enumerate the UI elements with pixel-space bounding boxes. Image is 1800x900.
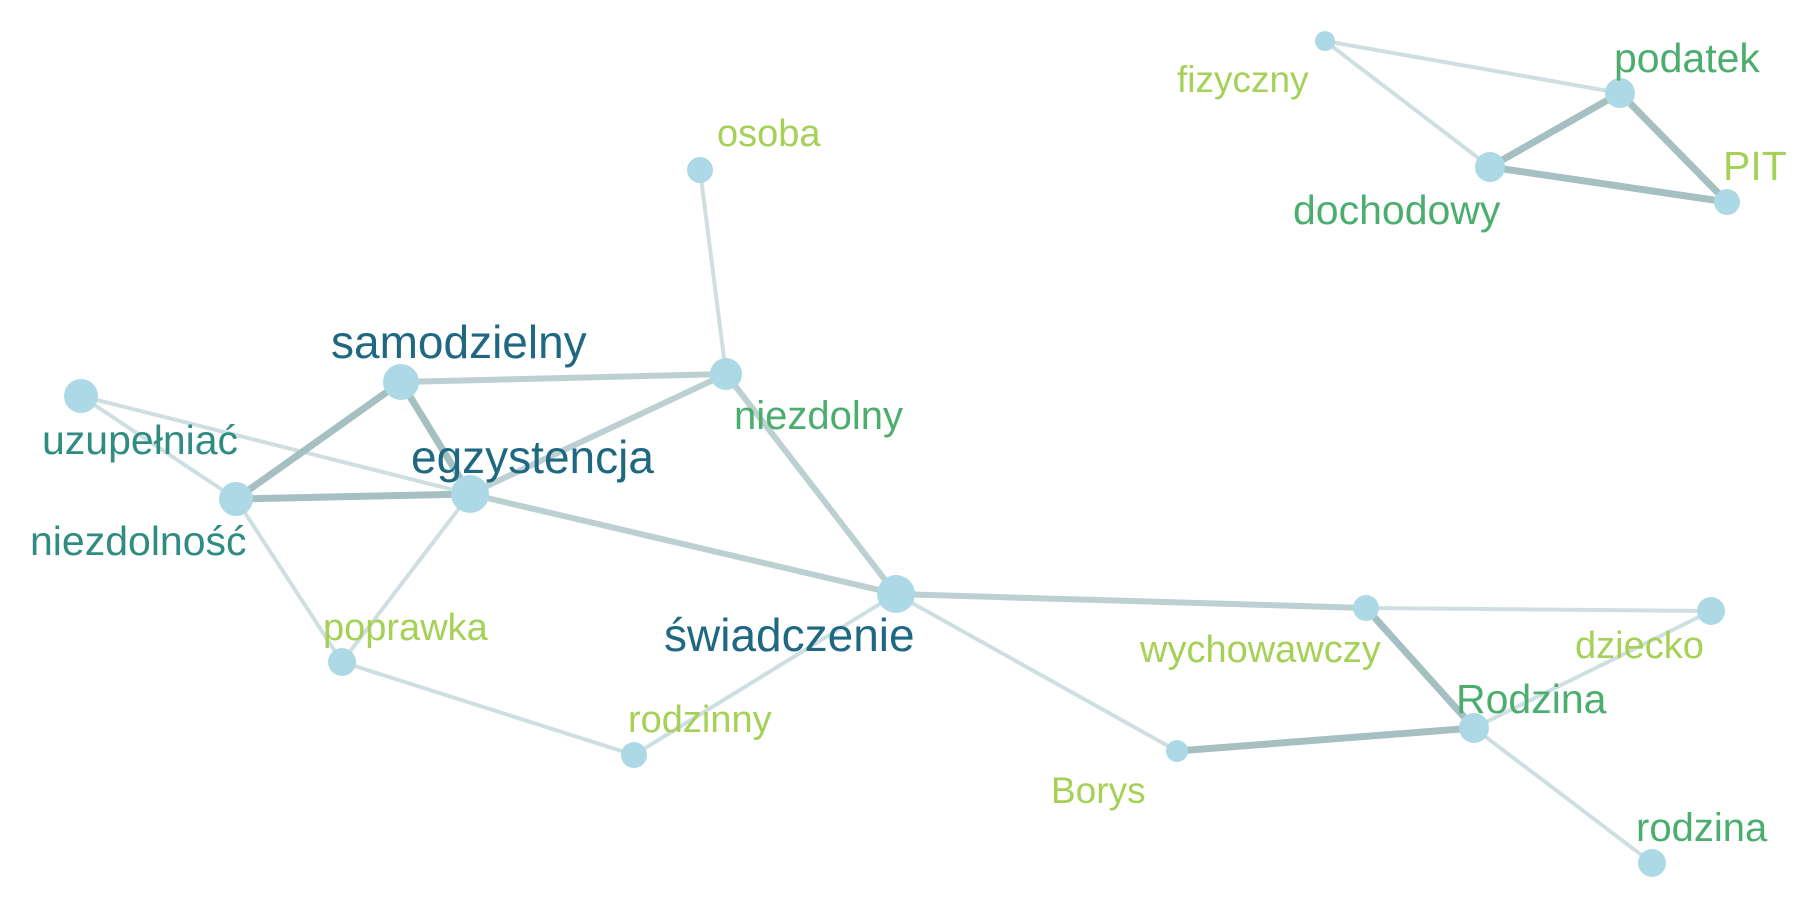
node-label-poprawka: poprawka [323, 607, 489, 649]
nodes-layer [64, 31, 1740, 877]
node-label-podatek: podatek [1614, 35, 1760, 81]
edge-fizyczny-dochodowy [1323, 39, 1492, 169]
node-label-rodzinny: rodzinny [628, 699, 772, 741]
node-podatek [1605, 78, 1635, 108]
node-PIT [1714, 189, 1740, 215]
labels-layer: uzupełniać niezdolność samodzielny egzysten… [30, 35, 1787, 850]
node-label-egzystencja: egzystencja [411, 431, 654, 483]
node-rodzinny [621, 742, 647, 768]
node-Borys [1166, 740, 1188, 762]
node-label-dziecko: dziecko [1575, 625, 1704, 667]
edge-osoba-niezdolny [698, 168, 728, 376]
node-fizyczny [1315, 31, 1335, 51]
node-label-wychowawczy: wychowawczy [1139, 629, 1381, 671]
node-dziecko [1697, 597, 1725, 625]
edge-Borys-Rodzina [1173, 724, 1478, 755]
node-label-rodzina: rodzina [1636, 806, 1768, 850]
edge-wychowawczy-dziecko [1364, 606, 1713, 613]
node-swiadczenie [877, 575, 915, 613]
node-samodzielny [383, 364, 419, 400]
edge-niezdolnosc-poprawka [234, 497, 344, 664]
node-rodzina [1638, 849, 1666, 877]
node-label-Rodzina: Rodzina [1456, 676, 1607, 722]
node-osoba [687, 157, 713, 183]
node-label-niezdolnosc: niezdolność [30, 518, 247, 564]
node-dochodowy [1475, 152, 1505, 182]
node-label-osoba: osoba [717, 113, 821, 155]
node-label-niezdolny: niezdolny [734, 394, 903, 438]
node-niezdolnosc [219, 482, 253, 516]
edge-Rodzina-rodzina [1472, 726, 1654, 865]
edge-samodzielny-niezdolny [398, 371, 729, 385]
edge-niezdolnosc-samodzielny [232, 378, 405, 503]
edge-dziecko-Rodzina [1472, 609, 1713, 730]
edge-niezdolny-swiadczenie [723, 371, 899, 597]
edge-egzystencja-swiadczenie [467, 491, 899, 597]
node-label-uzupelniac: uzupełniać [42, 417, 238, 463]
edge-swiadczenie-wychowawczy [893, 591, 1369, 611]
edge-uzupelniac-egzystencja [79, 394, 472, 496]
node-label-dochodowy: dochodowy [1293, 187, 1501, 233]
node-label-swiadczenie: świadczenie [664, 609, 915, 661]
edge-wychowawczy-Rodzina [1362, 604, 1478, 732]
edge-fizyczny-podatek [1323, 39, 1622, 95]
edge-podatek-PIT [1616, 89, 1731, 206]
edge-samodzielny-egzystencja [397, 378, 474, 498]
node-uzupelniac [64, 379, 98, 413]
edge-podatek-dochodowy [1486, 89, 1624, 171]
node-label-PIT: PIT [1723, 143, 1787, 189]
edge-uzupelniac-niezdolnosc [79, 394, 238, 501]
edge-swiadczenie-Borys [894, 592, 1179, 753]
node-poprawka [328, 648, 356, 676]
edge-rodzinny-swiadczenie [632, 592, 898, 757]
edge-egzystencja-poprawka [340, 492, 472, 664]
node-label-samodzielny: samodzielny [331, 316, 587, 368]
node-egzystencja [451, 475, 489, 513]
edge-poprawka-rodzinny [340, 660, 636, 757]
node-wychowawczy [1353, 595, 1379, 621]
edge-niezdolnosc-egzystencja [232, 490, 474, 503]
node-label-Borys: Borys [1051, 770, 1146, 811]
node-Rodzina [1459, 713, 1489, 743]
node-niezdolny [710, 358, 742, 390]
node-label-fizyczny: fizyczny [1177, 59, 1309, 100]
edge-dochodowy-PIT [1486, 163, 1731, 206]
edges-layer [79, 39, 1731, 865]
edge-egzystencja-niezdolny [467, 371, 729, 497]
